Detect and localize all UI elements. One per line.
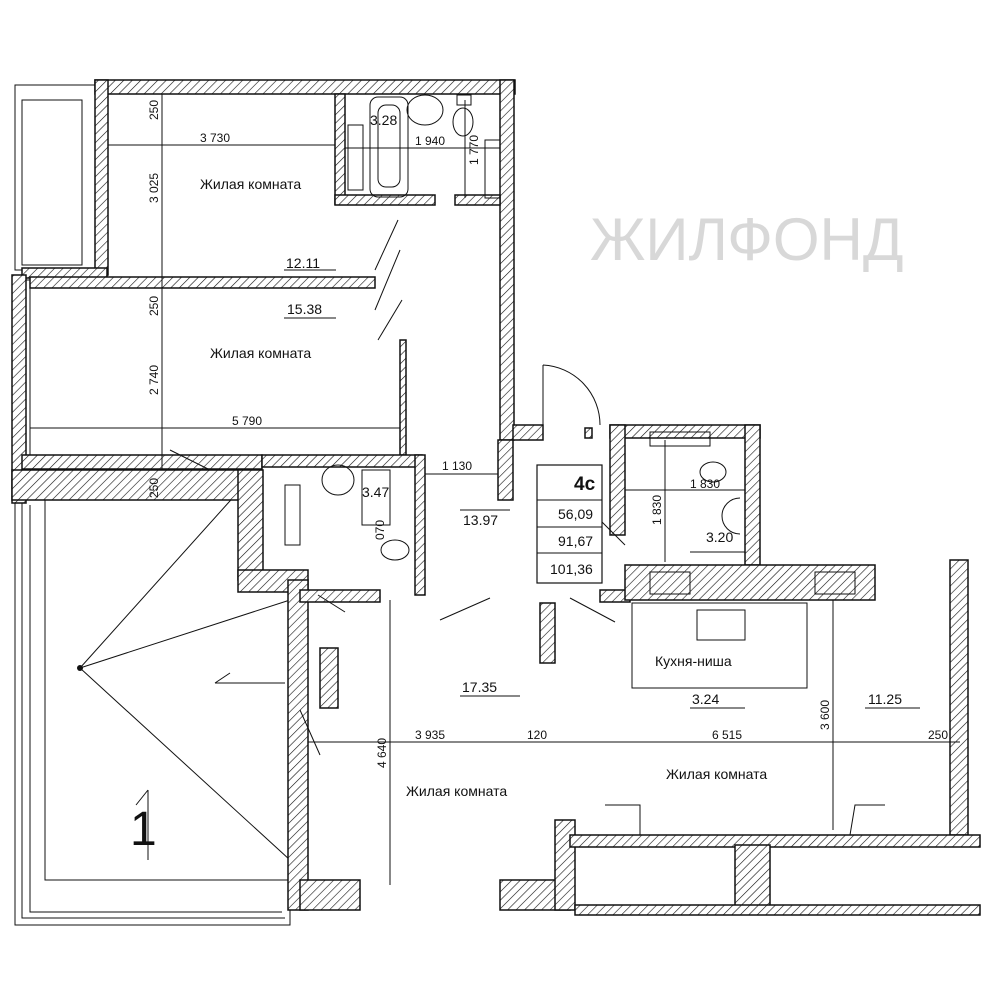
- dimension-label: 1 830: [650, 495, 664, 525]
- apartment-info-box: 4с 56,09 91,67 101,36: [536, 464, 603, 584]
- watermark: ЖИЛФОНД: [590, 206, 903, 273]
- dimension-label: 2 740: [147, 365, 161, 395]
- toilet: [452, 107, 474, 137]
- dimension-label: 250: [928, 728, 948, 742]
- room-area: 3.20: [706, 529, 733, 545]
- dimension-label: 3 025: [147, 173, 161, 203]
- room-area: 12.11: [286, 255, 320, 271]
- room-name: Жилая комната: [666, 766, 767, 782]
- living-area: 56,09: [558, 506, 593, 522]
- dimension-label: 3 730: [200, 131, 230, 145]
- dimension-label: 6 515: [712, 728, 742, 742]
- doors: [169, 219, 885, 836]
- dimension-label: 1 130: [442, 459, 472, 473]
- room-area: 3.24: [692, 691, 719, 707]
- apartment-type: 4с: [574, 474, 596, 495]
- dimension-label: 1 830: [690, 477, 720, 491]
- room-area: 17.35: [462, 679, 497, 695]
- dimension-label: 3 600: [818, 700, 832, 730]
- dimension-label: 250: [147, 478, 161, 498]
- bathtub: [369, 96, 409, 198]
- dimension-label: 070: [373, 520, 387, 540]
- dimension-label: 250: [147, 100, 161, 120]
- kitchen-niche: [631, 602, 808, 689]
- dimension-label: 120: [527, 728, 547, 742]
- room-area: 3.47: [362, 484, 389, 500]
- room-area: 13.97: [463, 512, 498, 528]
- total-area: 91,67: [558, 533, 593, 549]
- fixtures: [284, 94, 856, 689]
- dimension-label: 1 770: [467, 135, 481, 165]
- total-with-balcony: 101,36: [550, 561, 593, 577]
- room-name: Кухня-ниша: [655, 653, 732, 669]
- walls: [11, 79, 981, 916]
- room-area: 3.28: [370, 112, 397, 128]
- room-name: Жилая комната: [200, 176, 301, 192]
- dimension-label: 1 940: [415, 134, 445, 148]
- sink: [406, 94, 444, 126]
- kitchen-sink: [696, 609, 746, 641]
- dimension-label: 3 935: [415, 728, 445, 742]
- room-area: 11.25: [868, 691, 902, 707]
- room-area: 15.38: [287, 301, 322, 317]
- dimension-lines: [30, 94, 960, 885]
- dimension-label: 250: [147, 296, 161, 316]
- terrace-number: 1: [130, 803, 157, 856]
- room-name: Жилая комната: [210, 345, 311, 361]
- dimension-label: 5 790: [232, 414, 262, 428]
- room-name: Жилая комната: [406, 783, 507, 799]
- dimension-label: 4 640: [375, 738, 389, 768]
